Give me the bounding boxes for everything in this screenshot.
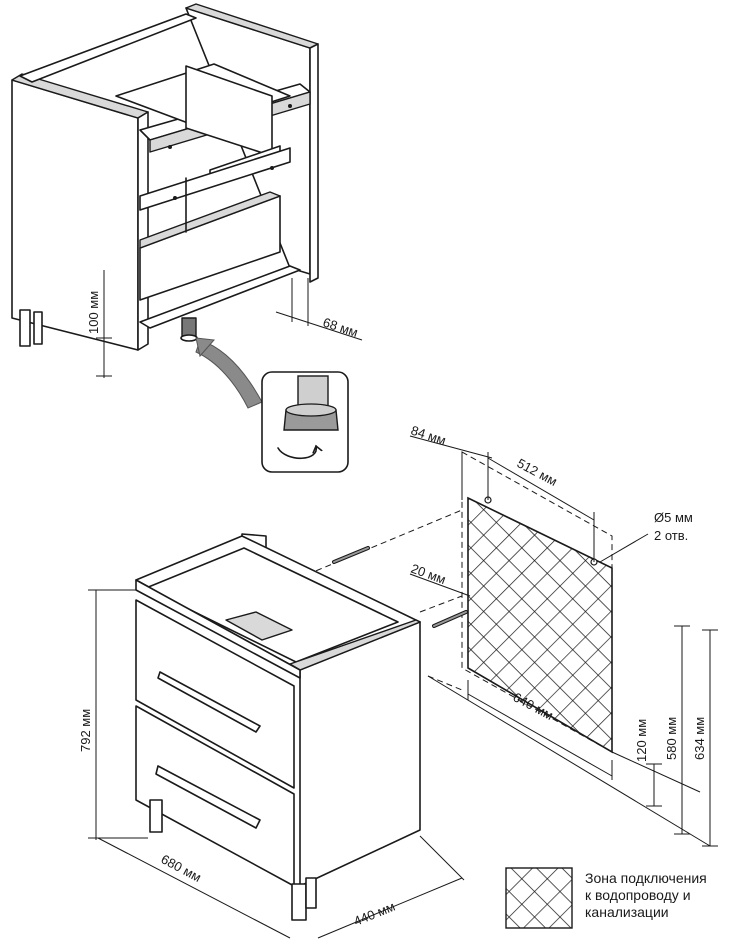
legend-line: к водопроводу и bbox=[585, 887, 691, 903]
callout-arrowhead bbox=[195, 337, 216, 358]
leg-adjust-callout bbox=[195, 337, 349, 473]
hole-diameter-leader bbox=[599, 533, 649, 563]
wall-base-line bbox=[611, 751, 701, 793]
depth-offset-dim-line bbox=[275, 311, 363, 341]
lower-drawer-handle bbox=[155, 765, 261, 829]
cabinet-depth-dim-line bbox=[317, 877, 463, 939]
floor-line bbox=[427, 675, 711, 847]
legend-line: канализации bbox=[585, 904, 669, 920]
rail-screw bbox=[173, 196, 177, 200]
adjustable-leg bbox=[181, 317, 197, 337]
middle-rail bbox=[139, 147, 291, 211]
legend-text: Зона подключения к водопроводу и канализ… bbox=[585, 870, 745, 921]
rotate-arrow-icon bbox=[277, 446, 316, 459]
callout-arrow bbox=[195, 339, 263, 409]
mounting-screw-lower bbox=[432, 610, 468, 628]
front-right-leg bbox=[291, 883, 307, 921]
projection-line bbox=[427, 675, 463, 691]
leg-height-label: 100 мм bbox=[86, 291, 101, 334]
left-panel-front-edge bbox=[137, 111, 149, 351]
rail-screw bbox=[168, 145, 172, 149]
hole-diameter-label: Ø5 мм bbox=[654, 510, 693, 525]
top-frame-inner bbox=[145, 547, 399, 663]
front-top-edge bbox=[135, 579, 301, 679]
back-right-leg bbox=[305, 877, 317, 909]
depth-offset-label: 68 мм bbox=[321, 315, 360, 340]
lower-drawer-top-edge bbox=[139, 191, 281, 249]
hole-count-label: 2 отв. bbox=[654, 528, 688, 543]
cabinet-assembled-drawing bbox=[135, 533, 421, 921]
zone-top-label: 580 мм bbox=[664, 717, 679, 760]
left-back-leg bbox=[33, 311, 43, 345]
rail-screw bbox=[270, 166, 274, 170]
back-panel-edge bbox=[309, 43, 319, 283]
side-offset-label: 20 мм bbox=[409, 561, 448, 587]
cabinet-width-label: 680 мм bbox=[159, 851, 204, 885]
cabinet-frame-drawing bbox=[11, 3, 319, 351]
front-left-leg bbox=[149, 799, 163, 833]
leg-foot bbox=[180, 334, 198, 342]
left-front-leg bbox=[19, 309, 31, 347]
legend-line: Зона подключения bbox=[585, 870, 707, 886]
top-back-rail bbox=[19, 13, 197, 83]
bottom-panel bbox=[139, 265, 301, 329]
upper-drawer-handle bbox=[157, 671, 261, 733]
holes-spacing-label: 512 мм bbox=[515, 455, 560, 489]
total-height-label: 634 мм bbox=[692, 717, 707, 760]
legend-hatch-swatch bbox=[505, 867, 573, 929]
zone-width-dim-line bbox=[467, 693, 613, 777]
cabinet-width-dim-line bbox=[97, 837, 291, 939]
dim-ext bbox=[419, 835, 465, 881]
cabinet-height-label: 792 мм bbox=[78, 709, 93, 752]
left-offset-label: 84 мм bbox=[409, 423, 448, 448]
holes-spacing-dim-line bbox=[487, 457, 595, 521]
mounting-screw-upper bbox=[332, 546, 370, 564]
left-side-panel bbox=[11, 79, 139, 351]
projection-line bbox=[419, 595, 463, 613]
side-offset-dim-line bbox=[409, 573, 471, 597]
left-offset-dim-line bbox=[409, 435, 493, 459]
rail-screw bbox=[288, 104, 292, 108]
cabinet-dimensions: 792 мм 680 мм 440 мм bbox=[78, 589, 465, 939]
cabinet-depth-label: 440 мм bbox=[352, 899, 398, 929]
zone-bottom-label: 120 мм bbox=[634, 719, 649, 762]
leg-nut-top bbox=[285, 403, 337, 417]
top-view-dimensions: 100 мм 68 мм bbox=[86, 270, 363, 378]
inner-drawer-box bbox=[225, 611, 293, 641]
upper-drawer-front bbox=[135, 599, 295, 789]
